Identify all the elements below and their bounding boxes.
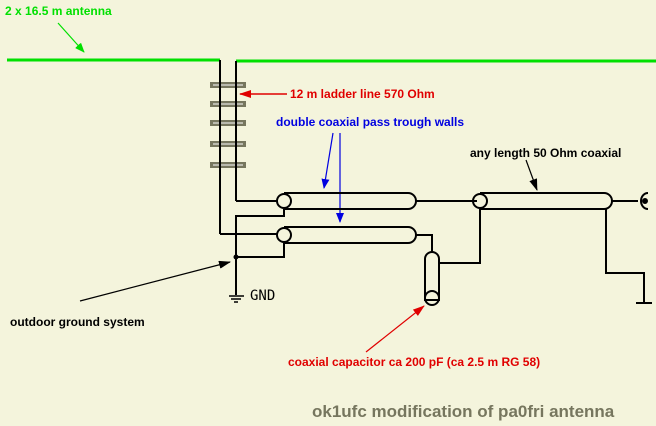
diagram-title: ok1ufc modification of pa0fri antenna [312,402,615,421]
antenna-wire [7,58,656,63]
ladder-line-label: 12 m ladder line 570 Ohm [290,87,435,101]
ladder-rungs [210,82,246,168]
antenna-arrow [57,22,85,53]
capacitor-arrow [365,305,425,353]
feed-wires [220,200,285,295]
double-coax-arrow-1 [321,132,334,189]
ground-system-arrow [79,260,231,302]
gnd-label: GND [250,288,275,304]
capacitor-label: coaxial capacitor ca 200 pF (ca 2.5 m RG… [288,355,540,369]
ground-icon [229,295,244,303]
coax-50-arrow [525,159,538,191]
coax-50-label: any length 50 Ohm coaxial [470,146,621,160]
coaxial-capacitor [424,209,481,306]
antenna-label: 2 x 16.5 m antenna [5,4,112,18]
ground-system-label: outdoor ground system [10,315,145,329]
coax-lower [276,226,433,252]
coax-50-ohm [472,192,652,304]
connector-icon [640,192,649,210]
coax-upper [276,192,477,210]
double-coax-label: double coaxial pass trough walls [276,115,464,129]
junction-dot [233,254,239,260]
